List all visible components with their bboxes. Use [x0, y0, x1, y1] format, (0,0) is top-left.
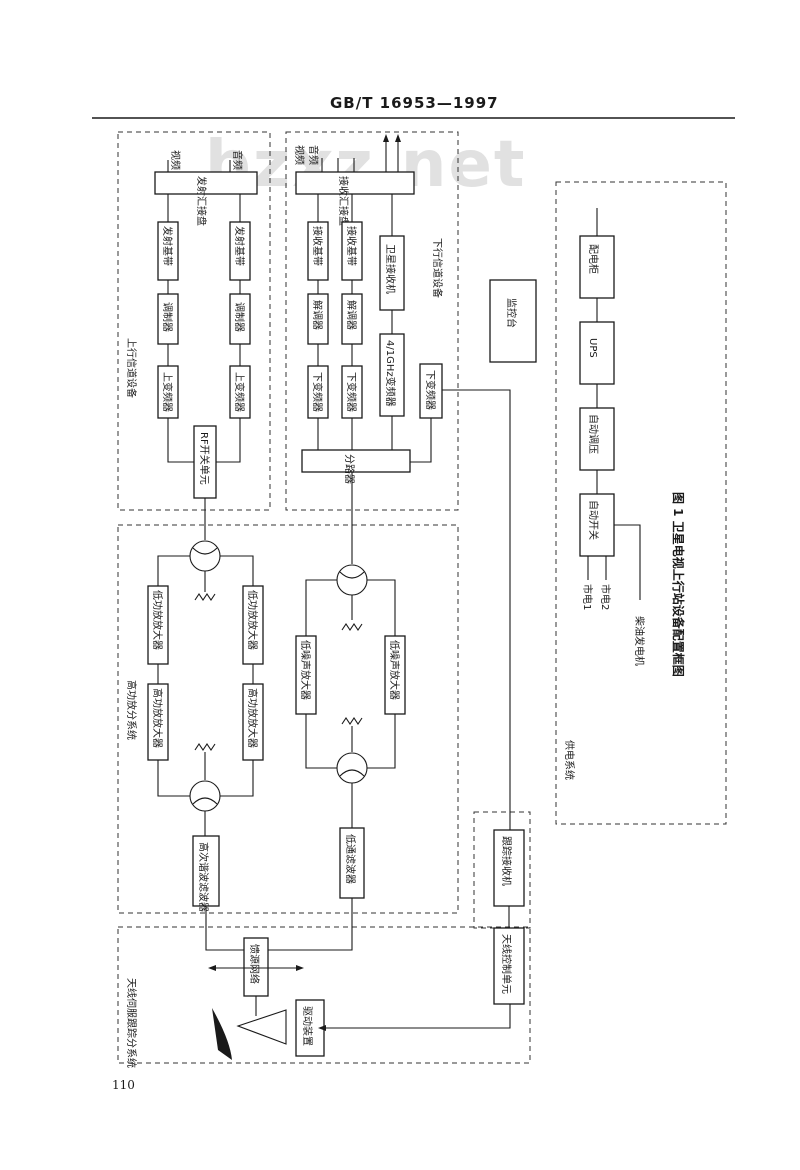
hpa-2-label: 高功放放大器: [246, 688, 259, 748]
conv-4-1-label: 4/1GHz变频器: [384, 340, 397, 407]
lna-1-label: 低噪声放大器: [299, 640, 312, 700]
distribution-label: 配电柜: [587, 244, 600, 274]
antenna-ctrl-label: 天线控制单元: [500, 934, 513, 994]
mains-2-label: 市电2: [599, 584, 612, 610]
rx-base-2-label: 接收基带: [345, 226, 358, 266]
auto-regulator-label: 自动调压: [587, 414, 600, 454]
tx-combiner-circle: [189, 540, 221, 572]
sat-rx-label: 卫星接收机: [384, 244, 397, 294]
load-resistor-4: [341, 717, 363, 725]
rx-splitter-circle: [336, 564, 368, 596]
uplink-frame: [117, 131, 271, 511]
auto-regulator-box: [579, 407, 615, 471]
antenna-label: 天线伺服跟踪分系统: [125, 978, 138, 1068]
power-label: 供电系统: [563, 740, 576, 780]
generator-label: 柴油发电机: [633, 616, 646, 666]
antenna-ctrl-box: [493, 927, 525, 1005]
load-resistor-3: [341, 623, 363, 631]
antenna-frame: [117, 926, 531, 1064]
uplink-video-label: 视频: [169, 150, 182, 170]
lowpass-filter-label: 低通滤波器: [344, 834, 357, 884]
tx-base-2-label: 发射基带: [233, 226, 246, 266]
rf-switch-label: RF开关单元: [198, 432, 211, 485]
auto-switch-box: [579, 493, 615, 557]
downlink-audio-label: 音频: [307, 145, 320, 165]
rx-hub-box: [295, 171, 415, 195]
harmonic-filter-label: 高次谐波滤波器: [197, 842, 210, 912]
uplink-audio-label: 音频: [231, 150, 244, 170]
splitter-box: [301, 449, 411, 473]
drive-label: 驱动装置: [301, 1006, 314, 1046]
upconv-2-label: 上变频器: [233, 372, 246, 412]
lpa-1-label: 低功放放大器: [151, 590, 164, 650]
upconv-1-label: 上变频器: [161, 372, 174, 412]
document-header: GB/T 16953—1997: [330, 94, 499, 112]
antenna-dish-icon: [212, 1008, 232, 1060]
distribution-box: [579, 235, 615, 299]
conv-4-1-box: [379, 333, 405, 417]
load-resistor-2: [194, 743, 216, 751]
load-resistor-1: [194, 593, 216, 601]
tx-hub-label: 发射汇接盘: [195, 176, 208, 226]
monitor-box: [489, 279, 537, 363]
splitter-label: 分路器: [343, 454, 356, 484]
lna-2-label: 低噪声放大器: [388, 640, 401, 700]
hpa-frame: [117, 524, 459, 914]
tx-base-1-label: 发射基带: [161, 226, 174, 266]
figure-caption: 图 1 卫星电视上行站设备配置框图: [671, 492, 686, 677]
feed-network-label: 馈源网络: [248, 944, 261, 984]
downconv-2-label: 下变频器: [345, 372, 358, 412]
harmonic-filter-box: [192, 835, 220, 907]
downconv-3-label: 下变频器: [424, 370, 437, 410]
modulator-1-label: 调制器: [161, 302, 174, 332]
downlink-frame: [285, 131, 459, 511]
hpa-label: 高功放分系统: [125, 680, 138, 740]
modulator-2-label: 调制器: [233, 302, 246, 332]
sat-rx-box: [379, 235, 405, 311]
hpa-1-label: 高功放放大器: [151, 688, 164, 748]
downlink-label: 下行信道设备: [431, 238, 444, 298]
rx-base-1-label: 接收基带: [311, 226, 324, 266]
auto-switch-label: 自动开关: [587, 500, 600, 540]
rx-hub-label: 接收汇接盘: [337, 176, 350, 226]
tx-hub-box: [154, 171, 258, 195]
power-frame: [555, 181, 727, 825]
uplink-label: 上行信道设备: [125, 338, 138, 398]
downlink-video-label: 视频: [293, 145, 306, 165]
lpa-2-label: 低功放放大器: [246, 590, 259, 650]
mains-1-label: 市电1: [581, 584, 594, 610]
tracking-rx-box: [493, 829, 525, 907]
monitor-label: 监控台: [505, 298, 518, 328]
hpa-combiner-circle: [189, 780, 221, 812]
demod-1-label: 解调器: [311, 300, 324, 330]
antenna-reflector-icon: [236, 1009, 287, 1045]
lna-combiner-circle: [336, 752, 368, 784]
demod-2-label: 解调器: [345, 300, 358, 330]
ups-label: UPS: [587, 338, 598, 358]
tracking-rx-label: 跟踪接收机: [500, 836, 513, 886]
page-number: 110: [112, 1078, 135, 1092]
downconv-1-label: 下变频器: [311, 372, 324, 412]
